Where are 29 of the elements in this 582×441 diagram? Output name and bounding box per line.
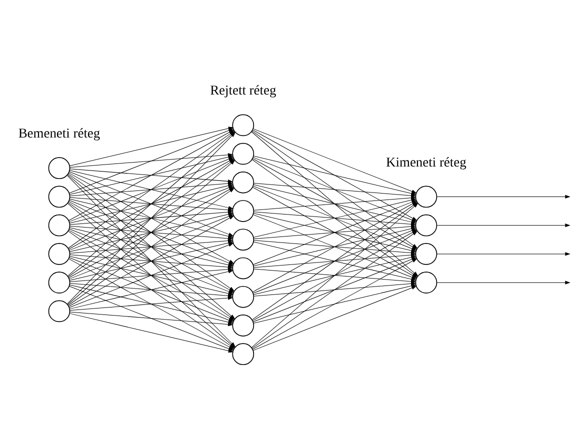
node-circle [232, 257, 254, 280]
node-circle [415, 243, 438, 265]
node-circle [48, 214, 70, 236]
node-circle [415, 214, 438, 236]
node-circle [48, 186, 70, 208]
node-circle [48, 243, 70, 265]
node-circle [232, 286, 254, 308]
node-circle [48, 272, 70, 294]
label: Rejtett réteg [210, 82, 276, 98]
node-circle [232, 200, 254, 222]
arrow [436, 252, 570, 256]
arrow [436, 224, 570, 228]
label: Bemeneti réteg [18, 126, 100, 141]
label: Kimeneti réteg [386, 154, 466, 170]
node-circle [48, 157, 70, 180]
node-circle [232, 314, 254, 336]
arrow [252, 286, 417, 351]
node-circle [48, 300, 70, 322]
arrow [436, 194, 570, 199]
node-circle [232, 171, 254, 194]
arrow [436, 280, 570, 284]
node-circle [232, 228, 254, 251]
node-circle [232, 343, 254, 366]
node-circle [415, 272, 438, 294]
arrow [70, 168, 234, 184]
node-circle [232, 142, 254, 165]
node-circle [232, 114, 254, 136]
node-circle [415, 186, 438, 208]
arrow [70, 296, 234, 311]
